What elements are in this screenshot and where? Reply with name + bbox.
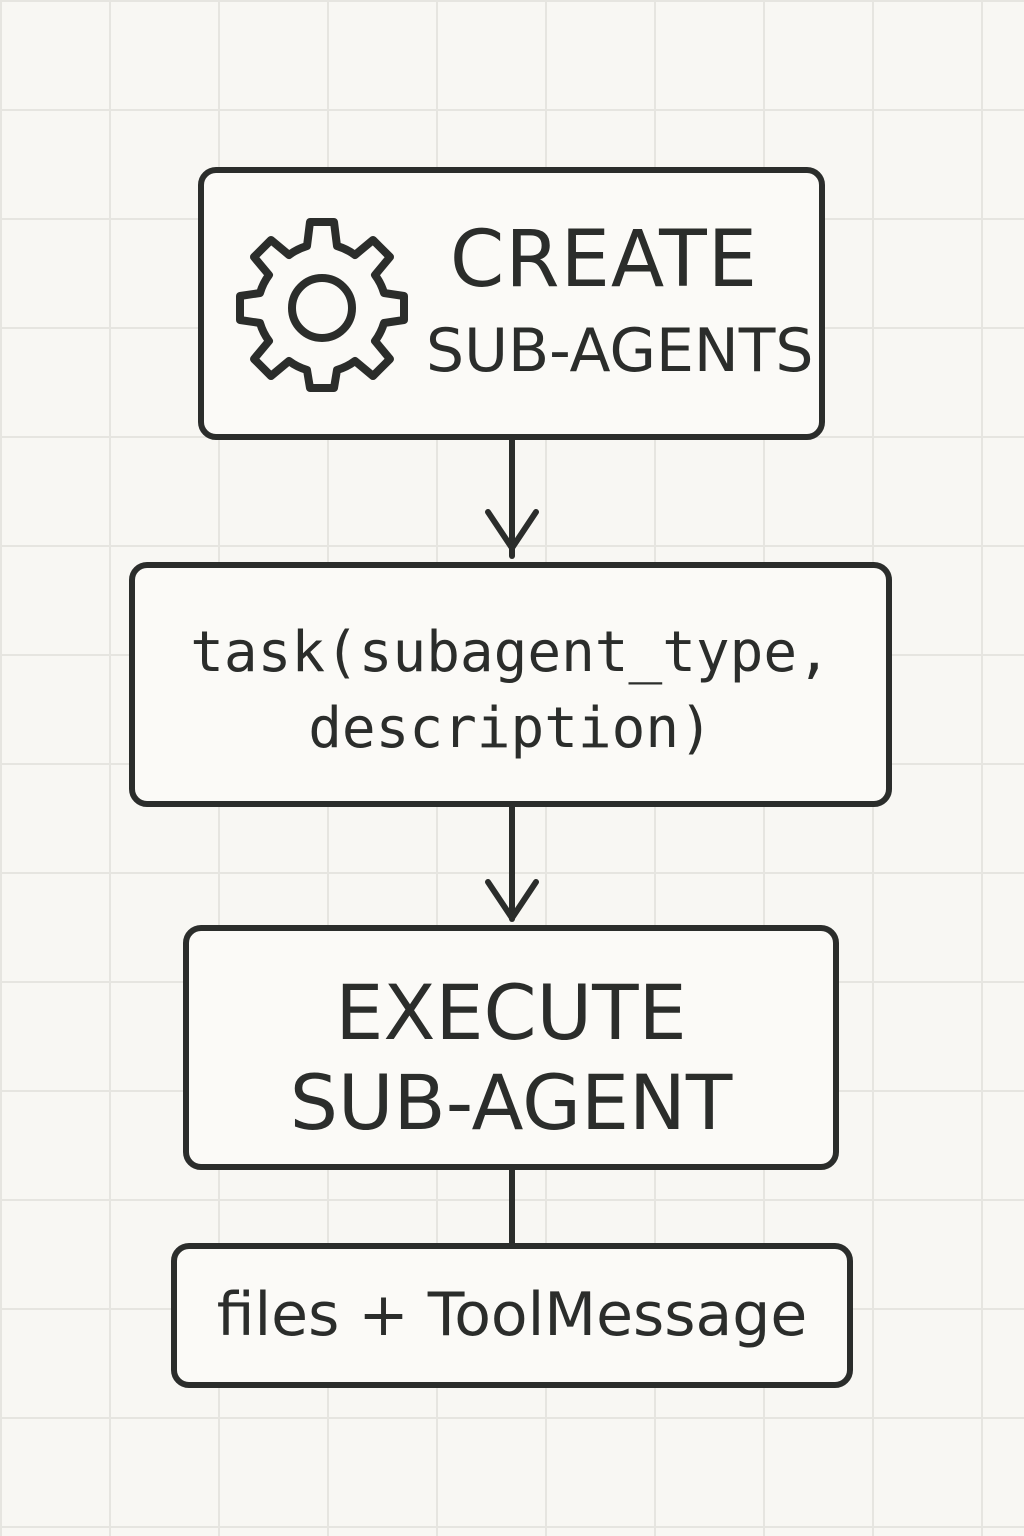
create-sub-agents-box: CREATE SUB-AGENTS [198,167,825,440]
task-call-line1: task(subagent_type, [190,620,831,685]
arrowhead-create-to-task [485,509,539,551]
create-title-line1: CREATE [449,215,759,305]
execute-title-line2: SUB-AGENT [289,1058,733,1147]
create-title-line2: SUB-AGENTS [426,316,814,386]
arrowhead-task-to-execute [485,879,539,921]
files-toolmessage-box: files + ToolMessage [171,1243,853,1388]
execute-sub-agent-box: EXECUTE SUB-AGENT [183,925,839,1170]
task-call-box: task(subagent_type, description) [129,562,892,807]
files-toolmessage-label: files + ToolMessage [216,1280,808,1350]
execute-title-line1: EXECUTE [335,968,687,1057]
gear-icon [236,218,408,392]
task-call-line2: description) [308,696,713,761]
